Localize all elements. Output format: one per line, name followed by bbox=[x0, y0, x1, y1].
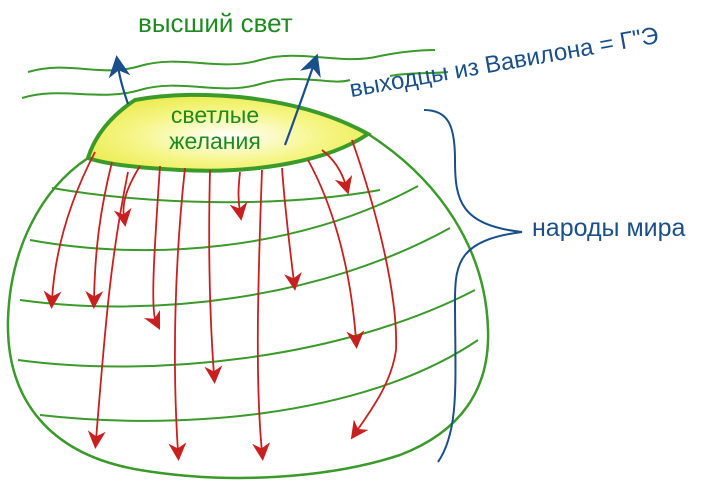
peoples-label: народы мира bbox=[532, 214, 686, 242]
globe-outline bbox=[6, 132, 490, 480]
peoples-brace bbox=[423, 109, 523, 463]
globe-latitudes bbox=[17, 185, 479, 422]
red-arrow bbox=[143, 165, 161, 331]
bright-desires-label: светлые желания bbox=[150, 102, 280, 154]
red-arrow bbox=[85, 161, 113, 309]
red-arrow bbox=[113, 165, 141, 227]
bright-desires-label-line2: желания bbox=[169, 128, 261, 154]
bright-desires-region bbox=[85, 92, 372, 173]
red-arrow bbox=[229, 171, 248, 221]
red-arrow bbox=[252, 169, 271, 461]
red-arrow bbox=[350, 139, 398, 440]
blue-arrow bbox=[283, 53, 321, 146]
red-arrow bbox=[307, 159, 365, 349]
red-arrows bbox=[43, 139, 398, 461]
higher-light-label: высший свет bbox=[138, 8, 293, 38]
red-arrow bbox=[43, 151, 96, 309]
red-arrow bbox=[204, 169, 223, 384]
red-arrow bbox=[168, 167, 187, 461]
higher-light-waves bbox=[21, 49, 449, 99]
red-arrow bbox=[321, 149, 353, 195]
blue-arrow bbox=[108, 55, 131, 105]
bright-desires-label-line1: светлые bbox=[170, 102, 260, 128]
blue-arrows bbox=[108, 53, 321, 146]
red-arrow bbox=[87, 171, 129, 449]
red-arrow bbox=[281, 167, 302, 291]
